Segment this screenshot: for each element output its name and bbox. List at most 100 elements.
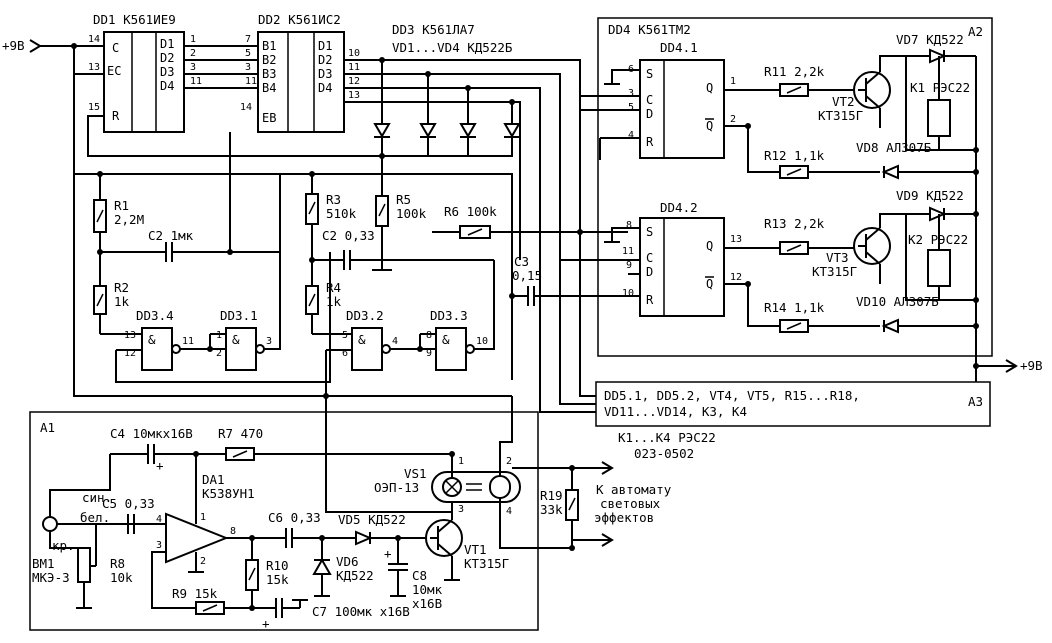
dd4-title: DD4 К561ТМ2 [608, 22, 691, 37]
gate-dd3-4-symbol: & [148, 332, 156, 347]
dd1-d1-label: D1 [160, 37, 174, 51]
power-left-label: +9В [2, 38, 25, 53]
resistor-r8 [77, 547, 91, 583]
opamp-da1 [165, 512, 229, 564]
dd2-pin3: 3 [245, 62, 251, 73]
g31-pin2: 2 [216, 348, 222, 359]
r4-value: 1k [326, 294, 342, 309]
gate-dd3-1-label: DD3.1 [220, 308, 258, 323]
gate-dd3-2-symbol: & [358, 332, 366, 347]
gate-dd3-1 [225, 327, 257, 371]
dd4-2-pin11: 11 [622, 246, 634, 257]
gate-dd3-4 [141, 327, 173, 371]
dd2-pin11o: 11 [348, 62, 360, 73]
r19-label: R19 [540, 488, 563, 503]
c4-plus: + [156, 458, 164, 473]
dd4-2-pin12: 12 [730, 272, 742, 283]
da1-pin3: 3 [156, 540, 162, 551]
r10-value: 15k [266, 572, 289, 587]
c3-label: C3 [514, 254, 529, 269]
vd9-label: VD9 КД522 [896, 188, 964, 203]
diode-vd2 [419, 123, 437, 138]
dd4-1-q: Q [706, 81, 713, 95]
dd1-body [103, 31, 185, 133]
vs1-pin3: 3 [458, 504, 464, 515]
dd4-1-s: S [646, 67, 653, 81]
relay-note1: K1...K4 РЭС22 [618, 430, 716, 445]
mic-wire2: бел. [80, 510, 110, 525]
gate-dd3-2 [351, 327, 383, 371]
dd2-b1: B1 [262, 39, 276, 53]
vt2-label: VT2 [832, 94, 855, 109]
dd2-pin7: 7 [245, 34, 251, 45]
dd4-1-d: D [646, 107, 653, 121]
vt2-type: КТ315Г [818, 108, 863, 123]
r2-label: R2 [114, 280, 129, 295]
da1-pin2: 2 [200, 556, 206, 567]
bm1-type: МКЭ-3 [32, 570, 70, 585]
microphone-bm1 [42, 516, 58, 532]
r8-label: R8 [110, 556, 125, 571]
r14-label: R14 1,1k [764, 300, 825, 315]
k2-label: K2 РЭС22 [908, 232, 968, 247]
dd4-2-pin13: 13 [730, 234, 742, 245]
vs1-pin1: 1 [458, 456, 464, 467]
block-a2-frame [597, 17, 993, 357]
output-note-line3: эффектов [594, 510, 654, 525]
vd8-label: VD8 АЛ307Б [856, 140, 931, 155]
dd2-pin5: 5 [245, 48, 251, 59]
vs1-label: VS1 [404, 466, 427, 481]
da1-label: DA1 [202, 472, 225, 487]
c4-label: C4 10мкх16В [110, 426, 193, 441]
g34-pin13: 13 [124, 330, 136, 341]
c8-plus: + [384, 546, 392, 561]
block-a3-label: A3 [968, 394, 983, 409]
gate-dd3-1-symbol: & [232, 332, 240, 347]
diode-vd7 [929, 48, 947, 64]
gate-dd3-2-label: DD3.2 [346, 308, 384, 323]
dd2-pin10: 10 [348, 48, 360, 59]
dd1-r-label: R [112, 109, 120, 123]
c8-value1: 10мк [412, 582, 443, 597]
g33-pin8: 8 [426, 330, 432, 341]
dd2-d4: D4 [318, 81, 332, 95]
dd4-1-pin5: 5 [628, 102, 634, 113]
g31-pin1: 1 [216, 330, 222, 341]
dd4-1-body [639, 59, 725, 159]
diode-vd9 [929, 206, 947, 222]
dd4-1-label: DD4.1 [660, 40, 698, 55]
r4-label: R4 [326, 280, 341, 295]
dd4-1-pin2: 2 [730, 114, 736, 125]
dd4-2-qn: Q [706, 277, 713, 291]
vt3-type: КТ315Г [812, 264, 857, 279]
dd2-d3: D3 [318, 67, 332, 81]
vt1-type: КТ315Г [464, 556, 509, 571]
dd1-d3-label: D3 [160, 65, 174, 79]
dd1-pin3: 3 [190, 62, 196, 73]
dd1-d4-label: D4 [160, 79, 174, 93]
block-a1-frame [29, 411, 539, 631]
block-a1-label: A1 [40, 420, 55, 435]
bm1-label: BM1 [32, 556, 55, 571]
dd2-pin12: 12 [348, 76, 360, 87]
dd2-body [257, 31, 345, 133]
c5-label: C5 0,33 [102, 496, 155, 511]
dd2-pin14: 14 [240, 102, 252, 113]
r9-label: R9 15k [172, 586, 218, 601]
vd6-type: КД522 [336, 568, 374, 583]
dd2-d1: D1 [318, 39, 332, 53]
c8-label: C8 [412, 568, 427, 583]
r12-label: R12 1,1k [764, 148, 825, 163]
diodes-vd1-vd4: VD1...VD4 КД522Б [392, 40, 512, 55]
g32-pin6: 6 [342, 348, 348, 359]
dd2-pin11: 11 [245, 76, 257, 87]
g31-pin3: 3 [266, 336, 272, 347]
dd4-2-pin10: 10 [622, 288, 634, 299]
vt3-label: VT3 [826, 250, 849, 265]
diode-vd4 [503, 123, 521, 138]
r3-label: R3 [326, 192, 341, 207]
gate-dd3-3-symbol: & [442, 332, 450, 347]
relay-k1 [927, 99, 951, 137]
dd4-1-pin1: 1 [730, 76, 736, 87]
